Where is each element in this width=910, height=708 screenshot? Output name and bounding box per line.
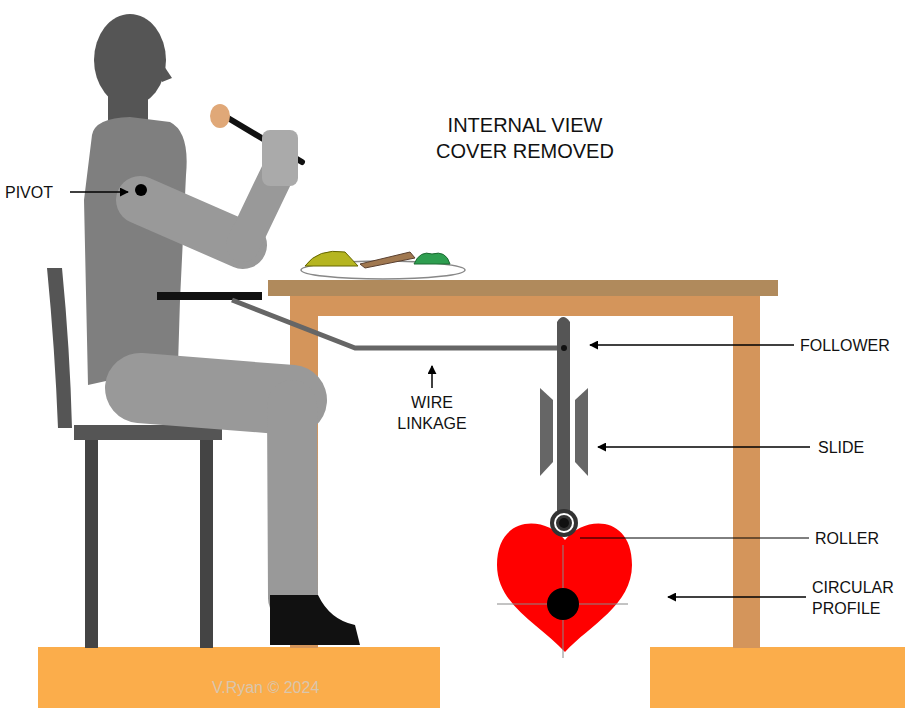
chair-leg [200, 440, 213, 648]
floor-left [38, 647, 440, 708]
arm-bar [157, 292, 262, 300]
table-top [268, 280, 778, 296]
slide [575, 388, 588, 476]
table-leg [733, 296, 760, 648]
part-label: ROLLER [815, 529, 900, 549]
spoon-food [210, 104, 230, 128]
leader-arrow [598, 446, 810, 448]
follower-joint [561, 345, 567, 351]
pivot-pin [135, 184, 147, 196]
part-label: PIVOT [5, 183, 67, 203]
leader-line [580, 538, 809, 539]
part-label: FOLLOWER [800, 336, 905, 356]
part-label: SLIDE [818, 438, 898, 458]
leader-arrow [590, 344, 794, 346]
chair-back [47, 268, 72, 428]
hand [262, 130, 298, 186]
food [305, 251, 358, 266]
leader-arrow [70, 191, 128, 193]
view-note: INTERNAL VIEW COVER REMOVED [420, 112, 630, 164]
leader-arrow [668, 596, 806, 598]
follower-rod [557, 317, 570, 522]
cam [497, 524, 632, 652]
roller-hub [559, 518, 569, 528]
wire-linkage [232, 300, 562, 348]
roller [550, 509, 578, 537]
cam-shaft [547, 588, 579, 620]
roller-ring [555, 514, 573, 532]
table-rail [290, 296, 760, 316]
shoe [270, 595, 360, 645]
food [360, 252, 415, 268]
watermark: V.Ryan © 2024 [212, 678, 372, 698]
part-label: WIRE LINKAGE [388, 392, 476, 434]
nose [160, 60, 172, 82]
shin [292, 405, 293, 598]
slide [540, 388, 553, 476]
leader-arrow [431, 366, 433, 388]
food [414, 253, 450, 264]
floor-right [650, 647, 905, 708]
chair-leg [85, 440, 98, 648]
part-label: CIRCULAR PROFILE [812, 577, 906, 619]
torso [84, 117, 187, 385]
